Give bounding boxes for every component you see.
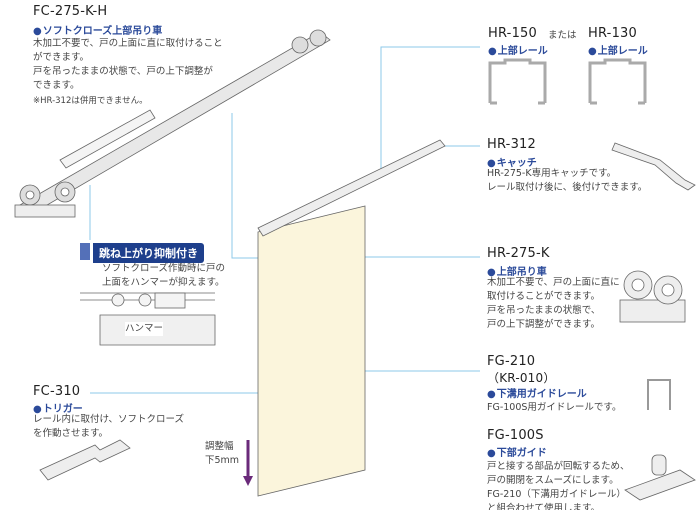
fg100-title: FG-100S <box>487 428 544 443</box>
or-label: または <box>548 30 577 41</box>
desc-line: レール内に取付け、ソフトクローズ <box>33 414 185 425</box>
fg210-title: FG-210 <box>487 354 536 369</box>
fc310-title: FC-310 <box>33 384 81 399</box>
fg210-desc: FG-100S用ガイドレールです。 <box>487 402 622 413</box>
hr275-desc: 木加工不要で、戸の上面に直に 取付けることができます。 戸を吊ったままの状態で、… <box>487 276 620 332</box>
top-rail <box>257 139 446 237</box>
desc-line: 上面をハンマーが抑えます。 <box>102 277 225 288</box>
desc-line: 戸の上下調整ができます。 <box>487 319 601 330</box>
guide-rail-part <box>647 379 671 410</box>
desc-line: レール取付け後に、後付けできます。 <box>487 182 648 193</box>
desc-line: 戸と接する部品が回転するため、 <box>487 461 630 472</box>
hr130-subtitle: 上部レール <box>588 42 648 57</box>
hanger-assembly <box>14 29 331 218</box>
desc-line: 木加工不要で、戸の上面に直に取付けること <box>33 38 223 49</box>
fc310-desc: レール内に取付け、ソフトクローズ を作動させます。 <box>33 413 184 441</box>
desc-line: 戸を吊ったままの状態で、戸の上下調整が <box>33 66 213 77</box>
adjust-label-1: 調整幅 <box>205 441 234 452</box>
desc-line: FG-210（下溝用ガイドレール） <box>487 489 626 500</box>
fg100-subtitle: 下部ガイド <box>487 444 547 459</box>
desc-line: HR-275-K専用キャッチです。 <box>487 168 617 179</box>
desc-line: を作動させます。 <box>33 428 109 439</box>
desc-line: できます。 <box>33 80 80 91</box>
fc310-subtitle: トリガー <box>33 400 83 415</box>
hr150-subtitle: 上部レール <box>488 42 548 57</box>
door <box>257 205 366 497</box>
fc275-title: FC-275-K-H <box>33 4 108 19</box>
trigger-part <box>39 439 131 481</box>
desc-line: ソフトクローズ作動時に戸の <box>102 263 226 274</box>
hr312-subtitle: キャッチ <box>487 154 537 169</box>
fg210-subtitle: 下溝用ガイドレール <box>487 385 587 400</box>
fg210-alt: （KR-010） <box>487 371 556 385</box>
hr130-title: HR-130 <box>588 26 637 41</box>
fg100-desc: 戸と接する部品が回転するため、 戸の開閉をスムーズにします。 FG-210（下溝… <box>487 460 630 510</box>
desc-line: ができます。 <box>33 52 90 63</box>
callout-desc: ソフトクローズ作動時に戸の 上面をハンマーが抑えます。 <box>102 262 225 290</box>
adjust-label-2: 下5mm <box>205 455 240 466</box>
hr275-title: HR-275-K <box>487 246 550 261</box>
catch-part <box>611 142 696 191</box>
hr150-title: HR-150 <box>488 26 537 41</box>
guide-part <box>624 454 696 501</box>
hr312-title: HR-312 <box>487 137 536 152</box>
callout-marker <box>80 243 90 260</box>
fc275-subtitle: ソフトクローズ上部吊り車 <box>33 22 163 37</box>
rail-profiles <box>488 58 647 105</box>
fc275-note: ※HR-312は併用できません。 <box>33 96 148 106</box>
desc-line: 戸の開閉をスムーズにします。 <box>487 475 619 486</box>
desc-line: と組合わせて使用します。 <box>487 503 601 510</box>
desc-line: 木加工不要で、戸の上面に直に <box>487 277 620 288</box>
hammer-label: ハンマー <box>125 322 164 336</box>
hr312-desc: HR-275-K専用キャッチです。 レール取付け後に、後付けできます。 <box>487 167 647 195</box>
adjust-label: 調整幅 下5mm <box>205 440 239 468</box>
hanger-part <box>619 270 686 323</box>
desc-line: 戸を吊ったままの状態で、 <box>487 305 601 316</box>
callout-figure <box>80 290 216 346</box>
fc275-desc: 木加工不要で、戸の上面に直に取付けること ができます。 戸を吊ったままの状態で、… <box>33 37 223 93</box>
hr275-subtitle: 上部吊り車 <box>487 263 547 278</box>
desc-line: 取付けることができます。 <box>487 291 601 302</box>
callout-title: 跳ね上がり抑制付き <box>93 243 204 263</box>
